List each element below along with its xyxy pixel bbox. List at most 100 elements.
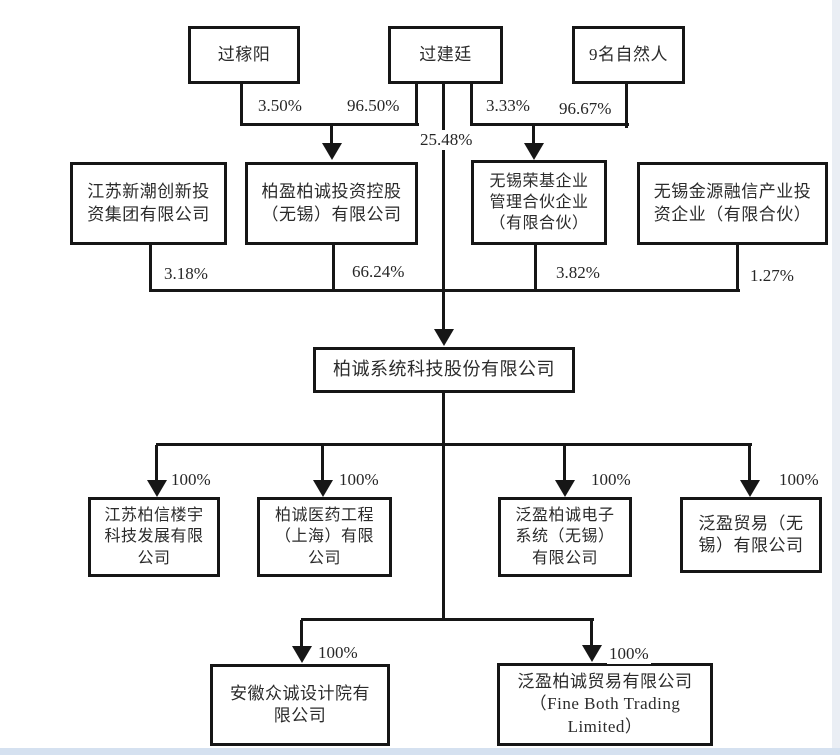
- text-line: 管理合伙企业: [489, 193, 589, 211]
- text-line: （Fine Both Trading: [529, 694, 681, 714]
- ownership-percent-label: 100%: [777, 470, 821, 491]
- ownership-percent-label: 96.67%: [557, 99, 614, 120]
- connector-line: [156, 443, 752, 446]
- connector-line: [534, 245, 537, 292]
- text-line: 科技发展有限: [104, 528, 204, 546]
- fanying-trade-wuxi-box: 泛盈贸易（无锡）有限公司: [680, 497, 822, 573]
- boying-bocheng-holding-box: 柏盈柏诚投资控股（无锡）有限公司: [245, 162, 418, 245]
- connector-line: [415, 84, 418, 126]
- company-name: 泛盈贸易（无锡）有限公司: [683, 513, 819, 558]
- text-line: 无锡金源融信产业投: [653, 182, 812, 202]
- ownership-percent-label: 66.24%: [350, 262, 407, 283]
- page-edge-right: [832, 0, 840, 755]
- company-name: 过稼阳: [191, 44, 297, 66]
- connector-line: [155, 445, 158, 482]
- connector-line: [300, 620, 303, 648]
- connector-line: [470, 84, 473, 126]
- text-line: 柏盈柏诚投资控股: [261, 182, 402, 202]
- arrowhead-down-icon: [434, 329, 454, 346]
- text-line: 安徽众诚设计院有: [230, 683, 370, 703]
- connector-line: [532, 124, 535, 144]
- text-line: 泛盈柏诚贸易有限公司: [517, 671, 693, 691]
- text-line: 公司: [137, 549, 171, 567]
- arrowhead-down-icon: [322, 143, 342, 160]
- guo-jiayang-box: 过稼阳: [188, 26, 300, 84]
- ownership-percent-label: 3.33%: [484, 96, 532, 117]
- text-line: 柏诚系统科技股份有限公司: [333, 359, 555, 380]
- company-name: 无锡金源融信产业投资企业（有限合伙）: [640, 181, 825, 226]
- company-name: 9名自然人: [575, 44, 682, 66]
- ownership-percent-label: 100%: [337, 470, 381, 491]
- company-name: 江苏新潮创新投资集团有限公司: [73, 181, 224, 226]
- arrowhead-down-icon: [740, 480, 760, 497]
- connector-line: [442, 393, 445, 621]
- guo-jianting-box: 过建廷: [388, 26, 503, 84]
- connector-line: [563, 445, 566, 482]
- connector-line: [736, 245, 739, 292]
- text-line: 资企业（有限合伙）: [653, 204, 812, 224]
- text-line: 限公司: [273, 706, 327, 725]
- text-line: 过建廷: [419, 44, 472, 64]
- text-line: 锡）有限公司: [698, 536, 804, 555]
- connector-line: [442, 84, 445, 332]
- text-line: 过稼阳: [217, 44, 271, 64]
- arrowhead-down-icon: [147, 480, 167, 497]
- ownership-percent-label: 96.50%: [345, 96, 402, 117]
- ownership-percent-label: 100%: [169, 470, 213, 491]
- text-line: Limited）: [567, 716, 643, 736]
- arrowhead-down-icon: [292, 646, 312, 663]
- text-line: 资集团有限公司: [87, 204, 210, 224]
- jiangsu-boxin-box: 江苏柏信楼宇科技发展有限公司: [88, 497, 220, 577]
- company-name: 过建廷: [391, 44, 500, 66]
- text-line: 9名自然人: [589, 44, 668, 64]
- ownership-percent-label: 3.50%: [256, 96, 304, 117]
- connector-line: [748, 445, 751, 482]
- arrowhead-down-icon: [582, 645, 602, 662]
- bocheng-systems-main-box: 柏诚系统科技股份有限公司: [313, 347, 575, 393]
- text-line: 江苏新潮创新投: [87, 182, 210, 202]
- bocheng-pharma-shanghai-box: 柏诚医药工程（上海）有限公司: [257, 497, 392, 577]
- connector-line: [240, 84, 243, 126]
- ownership-percent-label: 25.48%: [418, 130, 475, 151]
- text-line: （无锡）有限公司: [261, 204, 402, 224]
- connector-line: [332, 245, 335, 292]
- connector-line: [471, 123, 629, 126]
- company-name: 柏诚系统科技股份有限公司: [316, 358, 572, 382]
- ownership-percent-label: 100%: [607, 644, 651, 665]
- text-line: 泛盈柏诚电子: [515, 507, 615, 525]
- company-name: 柏盈柏诚投资控股（无锡）有限公司: [248, 181, 415, 226]
- text-line: （有限合伙）: [489, 215, 589, 233]
- text-line: 泛盈贸易（无: [698, 513, 804, 533]
- jiangsu-xinchao-box: 江苏新潮创新投资集团有限公司: [70, 162, 227, 245]
- anhui-zhongcheng-design-box: 安徽众诚设计院有限公司: [210, 664, 390, 746]
- ownership-percent-label: 1.27%: [748, 266, 796, 287]
- arrowhead-down-icon: [524, 143, 544, 160]
- text-line: 系统（无锡）: [515, 528, 615, 546]
- arrowhead-down-icon: [313, 480, 333, 497]
- text-line: 江苏柏信楼宇: [104, 507, 204, 525]
- wuxi-rongji-box: 无锡荣基企业管理合伙企业 （有限合伙）: [471, 160, 607, 245]
- connector-line: [321, 445, 324, 482]
- connector-line: [301, 618, 594, 621]
- connector-line: [625, 84, 628, 128]
- connector-line: [150, 289, 740, 292]
- company-name: 安徽众诚设计院有限公司: [213, 683, 387, 728]
- text-line: 无锡荣基企业: [489, 172, 589, 190]
- wuxi-jinyuan-box: 无锡金源融信产业投资企业（有限合伙）: [637, 162, 828, 245]
- text-line: 有限公司: [531, 549, 598, 567]
- text-line: 公司: [307, 549, 341, 567]
- connector-line: [590, 620, 593, 648]
- company-name: 泛盈柏诚电子系统（无锡） 有限公司: [501, 505, 629, 568]
- ownership-percent-label: 3.18%: [162, 264, 210, 285]
- text-line: （上海）有限: [274, 528, 374, 546]
- company-name: 柏诚医药工程（上海）有限公司: [260, 505, 389, 568]
- connector-line: [149, 245, 152, 292]
- ownership-percent-label: 3.82%: [554, 263, 602, 284]
- nine-natural-persons-box: 9名自然人: [572, 26, 685, 84]
- arrowhead-down-icon: [555, 480, 575, 497]
- fanying-bocheng-electronics-box: 泛盈柏诚电子系统（无锡） 有限公司: [498, 497, 632, 577]
- company-name: 无锡荣基企业管理合伙企业 （有限合伙）: [474, 171, 604, 234]
